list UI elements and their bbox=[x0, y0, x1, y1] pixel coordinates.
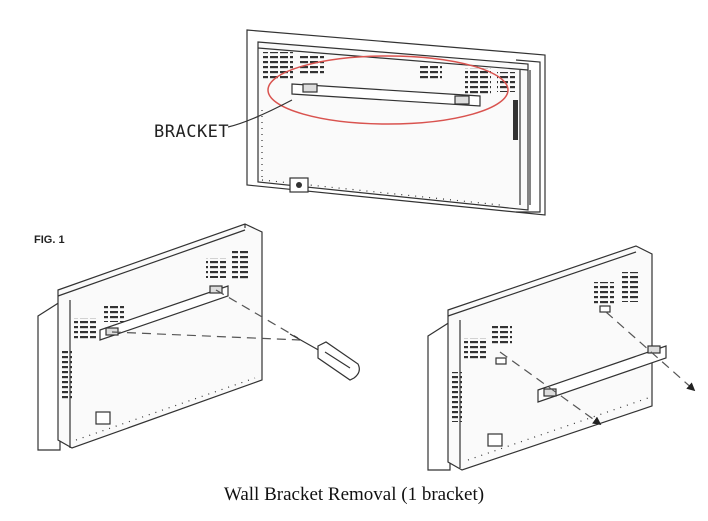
detached-bracket bbox=[537, 345, 667, 403]
bracket bbox=[291, 83, 481, 107]
right-guide-arrow-1 bbox=[499, 351, 602, 425]
left-guide-line-2 bbox=[215, 289, 299, 339]
right-guide-arrow-2 bbox=[605, 311, 696, 392]
screwdriver-icon bbox=[289, 333, 360, 381]
bracket-label: BRACKET bbox=[154, 122, 229, 142]
left-bracket bbox=[99, 285, 229, 341]
bracket-leader-line bbox=[227, 99, 293, 128]
figure-caption: Wall Bracket Removal (1 bracket) bbox=[223, 484, 485, 505]
right-fireplace-view bbox=[427, 245, 653, 471]
figure-label: FIG. 1 bbox=[34, 234, 65, 246]
top-fireplace-back-view bbox=[246, 29, 546, 216]
left-fireplace-view bbox=[37, 223, 263, 451]
left-guide-line-1 bbox=[111, 331, 301, 341]
bracket-highlight-circle bbox=[267, 55, 509, 125]
